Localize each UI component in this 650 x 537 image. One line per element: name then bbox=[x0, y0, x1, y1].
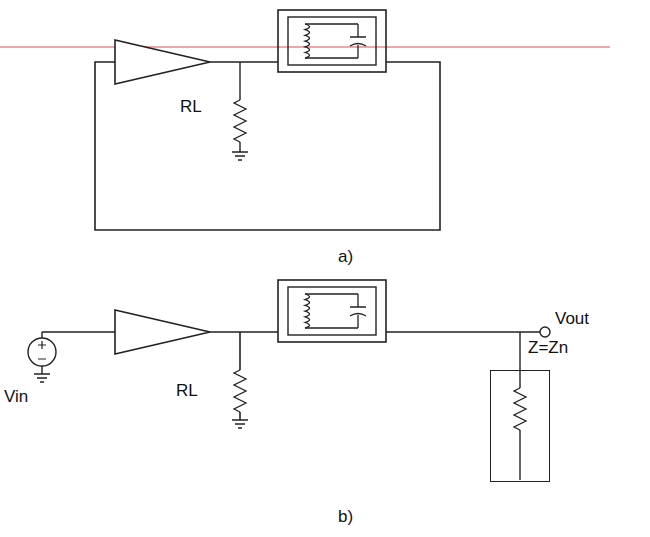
signal-label: Vin bbox=[4, 388, 28, 407]
figure-label: b) bbox=[338, 508, 353, 527]
impedance-label: Z=Zn bbox=[528, 339, 568, 358]
output-terminal bbox=[540, 327, 550, 337]
impedance-box: Z=Zn bbox=[490, 370, 550, 482]
voltage-source bbox=[28, 338, 56, 366]
circuit-a bbox=[95, 10, 440, 230]
circuit-b bbox=[28, 280, 550, 480]
figure-label: a) bbox=[338, 248, 353, 267]
component-label: RL bbox=[180, 98, 202, 117]
component-label: RL bbox=[176, 382, 198, 401]
signal-label: Vout bbox=[555, 310, 589, 329]
